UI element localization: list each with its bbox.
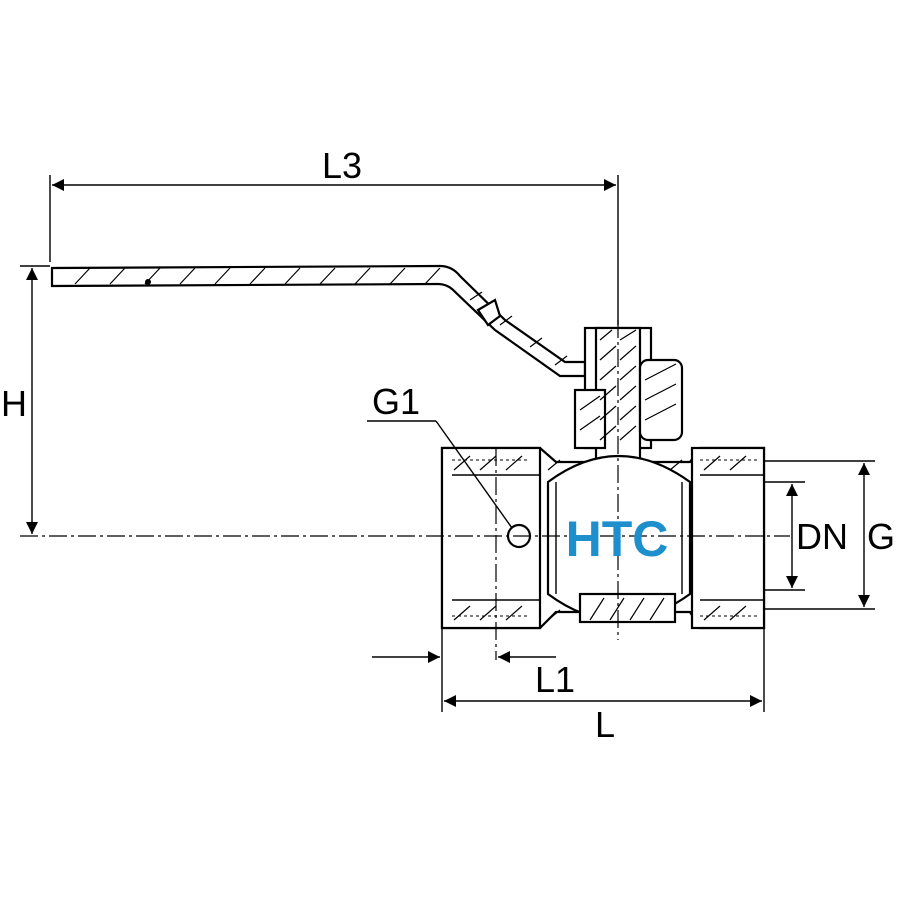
valve-body <box>440 446 766 630</box>
dimension-labels: L3 H G1 DN G L1 L <box>1 145 895 745</box>
center-lines <box>20 320 790 660</box>
lever-handle <box>50 264 587 378</box>
label-g1: G1 <box>372 381 420 422</box>
label-l3: L3 <box>322 145 362 186</box>
label-h: H <box>1 383 27 424</box>
brand-logo: HTC <box>566 511 669 567</box>
dimension-lines <box>20 175 875 712</box>
label-g: G <box>867 516 895 557</box>
label-dn: DN <box>796 516 848 557</box>
label-l1: L1 <box>535 659 575 700</box>
valve-stem <box>573 326 684 470</box>
label-l: L <box>595 704 615 745</box>
